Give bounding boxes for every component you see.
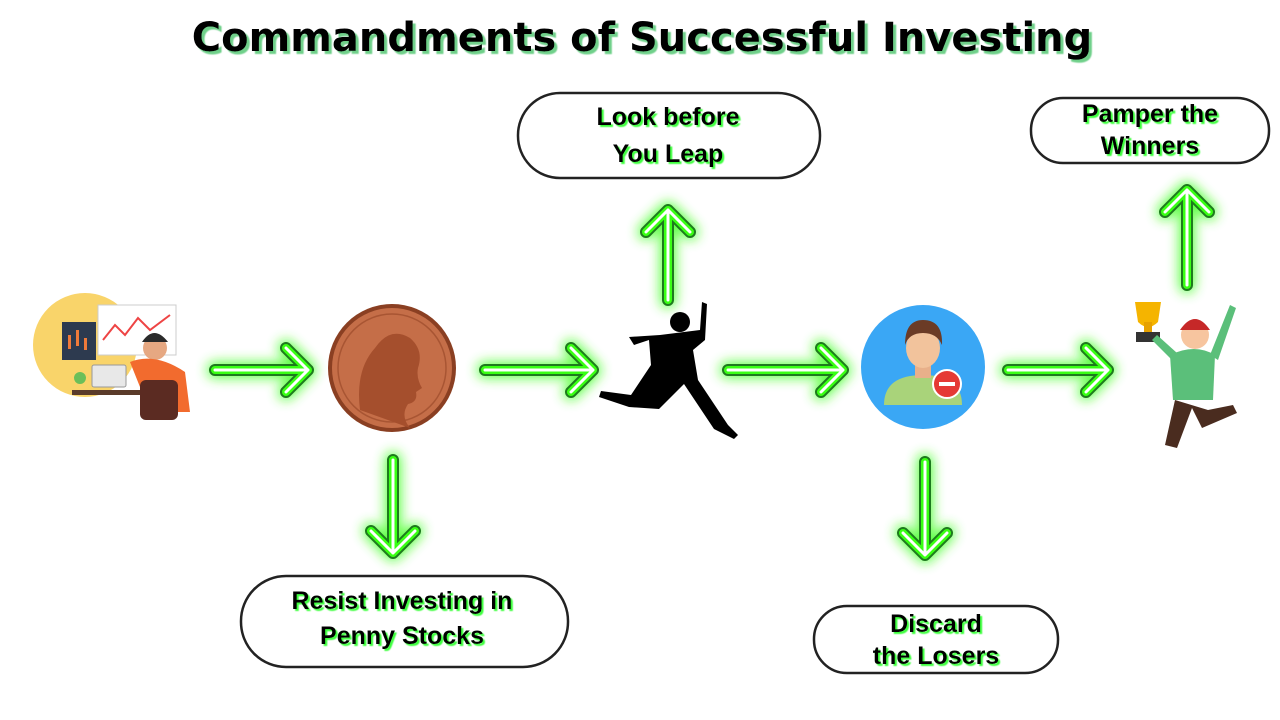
arrows — [207, 182, 1217, 563]
label-line: Look before — [596, 103, 739, 131]
investor-at-desk-icon — [33, 293, 190, 420]
label-line: Resist Investing in — [292, 587, 513, 615]
label-resist-penny-stocks: Resist Investing in Penny Stocks — [239, 574, 570, 669]
arrow-winners-up — [1157, 182, 1217, 293]
arrow-losers-to-winners — [1000, 340, 1116, 400]
page-title: Commandments of Successful Investing — [192, 15, 1093, 61]
arrow-leap-up — [638, 202, 698, 308]
arrow-investor-to-penny — [207, 340, 316, 400]
winner-trophy-icon — [1135, 302, 1237, 448]
label-pamper-the-winners: Pamper the Winners — [1029, 96, 1271, 165]
label-discard-the-losers: Discard the Losers — [812, 604, 1060, 675]
label-line: You Leap — [613, 140, 724, 168]
user-remove-icon — [861, 305, 985, 429]
label-line: Discard — [890, 610, 982, 638]
label-line: the Losers — [873, 642, 999, 670]
arrow-losers-down — [895, 454, 955, 563]
penny-coin-icon — [328, 304, 456, 432]
arrow-leap-to-losers — [720, 340, 851, 400]
arrow-penny-to-leap — [477, 340, 601, 400]
label-line: Pamper the — [1082, 100, 1218, 128]
label-line: Winners — [1101, 132, 1199, 160]
label-look-before-you-leap: Look before You Leap — [516, 91, 822, 180]
jumping-man-icon — [599, 302, 738, 439]
label-line: Penny Stocks — [320, 622, 484, 650]
arrow-penny-down — [363, 452, 423, 561]
